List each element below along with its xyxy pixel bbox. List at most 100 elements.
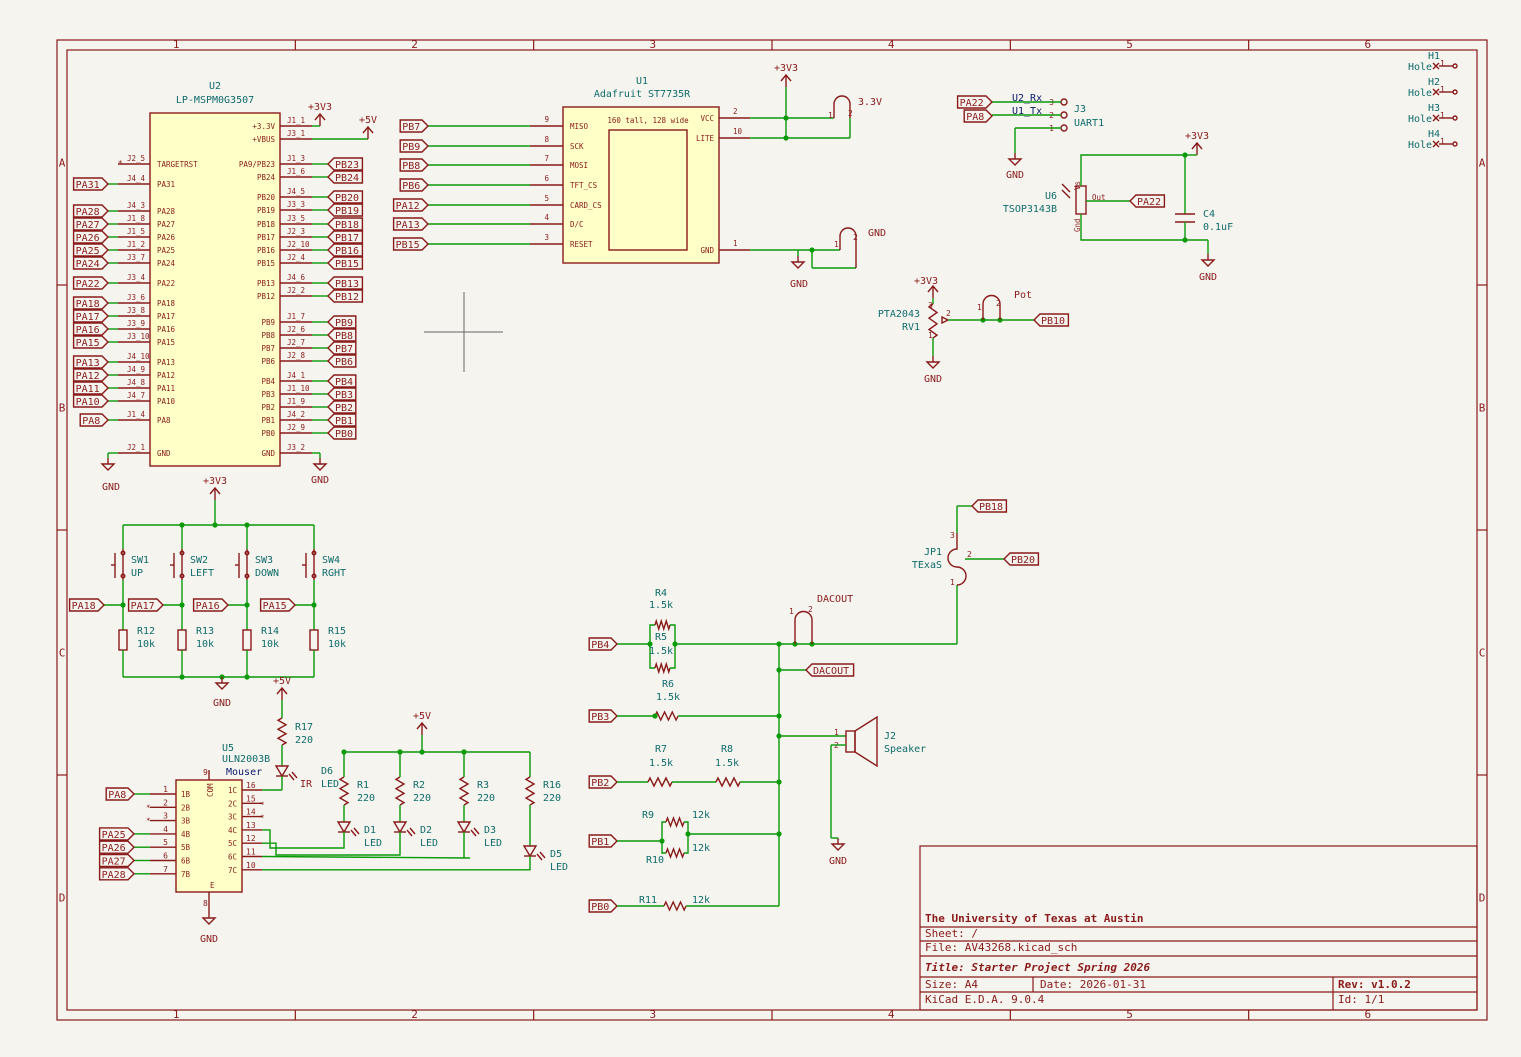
led-resistor <box>338 776 350 806</box>
jumper-pin: 2 <box>808 605 813 614</box>
global-label-pb7 <box>399 119 429 133</box>
wire <box>670 644 676 669</box>
u2-pin-number: J2_10 <box>287 240 310 249</box>
led-indicator <box>336 821 352 834</box>
u2-pin-name: PA16 <box>157 325 176 334</box>
global-label-text: PB13 <box>335 279 359 290</box>
global-label-text: PB2 <box>591 778 609 789</box>
jp1-pin: 2 <box>967 550 972 559</box>
u5-e-pin: 8 <box>203 899 208 908</box>
r4 <box>654 618 671 632</box>
r17-ref: R17 <box>295 722 313 733</box>
global-label-pb4 <box>327 374 357 388</box>
switch-node <box>120 573 126 579</box>
global-label-pa13 <box>72 355 109 369</box>
led-ray <box>353 827 360 835</box>
switch-ref: SW1 <box>131 555 149 566</box>
global-label-text: PB4 <box>335 377 353 388</box>
u6-pin-vs: Vs <box>1073 181 1082 190</box>
r6 <box>654 710 679 722</box>
u2-pin-number: J3_6 <box>127 293 146 302</box>
u2-pin-number: J2_5 <box>127 154 145 163</box>
global-label-text: PA22 <box>960 98 984 109</box>
u2-pin-number: J2_1 <box>127 443 145 452</box>
jumper-pin: 2 <box>848 109 853 118</box>
u5-pin-name: 1B <box>181 790 191 799</box>
u2-pin-number: J3_7 <box>127 253 145 262</box>
global-label-pa8 <box>963 109 993 123</box>
u2-pin-name: PA26 <box>157 233 176 242</box>
u5-pin-number: 15 <box>246 794 256 803</box>
global-label-pb20 <box>1003 552 1040 566</box>
r8 <box>715 776 741 788</box>
u2-value: LP-MSPM0G3507 <box>176 95 254 106</box>
led-ray <box>470 829 477 837</box>
jumper-pin: 1 <box>789 607 794 616</box>
power-label: +3V3 <box>914 276 938 287</box>
col-label-bottom: 6 <box>1365 1008 1372 1021</box>
u1-body <box>562 106 720 264</box>
hole-value: Hole <box>1408 88 1432 99</box>
r6-value: 1.5k <box>656 692 680 703</box>
global-label-pa16 <box>192 598 229 612</box>
global-label-text: PA8 <box>108 790 126 801</box>
u2-pin-number: J4_10 <box>127 352 150 361</box>
u2-pin-name: PB0 <box>261 429 275 438</box>
row-label-right: D <box>1479 892 1486 905</box>
global-label-text: PA28 <box>76 207 100 218</box>
u1-pin-name: CARD_CS <box>570 201 602 210</box>
global-label-text: PB6 <box>335 357 353 368</box>
u2-pin-number: J3_5 <box>287 214 305 223</box>
global-label-text: PA27 <box>76 220 100 231</box>
u2-pin-number: J1_8 <box>127 214 146 223</box>
global-label-pa8 <box>79 413 109 427</box>
wire <box>262 829 345 849</box>
u2-pin-number: J4_2 <box>287 410 305 419</box>
global-label-text: PB23 <box>335 160 359 171</box>
titleblock-sheet: Sheet: / <box>925 927 978 940</box>
global-label-text: PB19 <box>335 206 359 217</box>
titleblock-rev: Rev: v1.0.2 <box>1338 978 1411 991</box>
u2-pin-number: J2_3 <box>287 227 305 236</box>
global-label-text: PB8 <box>335 331 353 342</box>
r5-ref: R5 <box>655 632 667 643</box>
global-label-text: PA31 <box>76 180 100 191</box>
rv1-pin: 3 <box>928 301 933 310</box>
global-label-text: PA22 <box>76 279 100 290</box>
u2-pin-number: J3_4 <box>127 273 146 282</box>
u1-pin-number: 3 <box>544 233 549 242</box>
junction-dot <box>397 749 403 755</box>
u2-pin-name: PA27 <box>157 220 175 229</box>
r17-value: 220 <box>295 735 313 746</box>
power-arrow <box>314 112 326 121</box>
solder-jumper-dacout <box>794 610 813 644</box>
switch-array: +3V3SW1UPPA18R1210kSW2LEFTPA17R1310kSW3D… <box>68 476 346 709</box>
junction-dot <box>776 831 782 837</box>
pull-down-resistor <box>242 629 252 651</box>
gnd-symbol <box>1200 259 1216 267</box>
switch-node <box>244 573 250 579</box>
global-label-text: PB7 <box>402 122 420 133</box>
row-label-left: D <box>59 892 66 905</box>
u2-pin-number: J3_3 <box>287 200 305 209</box>
global-label-pa10 <box>72 394 109 408</box>
global-label-pb3 <box>327 387 357 401</box>
u5-pin-number: 12 <box>246 834 256 843</box>
global-label-pb6 <box>327 354 357 368</box>
global-label-text: PB16 <box>335 246 359 257</box>
u2-pin-name: PA12 <box>157 371 175 380</box>
net-label-tx: U1_Tx <box>1012 106 1042 117</box>
u2-pin-number: J2_6 <box>287 325 306 334</box>
led-indicator <box>392 821 408 834</box>
r4-value: 1.5k <box>649 600 673 611</box>
hole-circle <box>1452 63 1458 69</box>
titleblock-title: Title: Starter Project Spring 2026 <box>925 961 1151 974</box>
junction-dot <box>776 779 782 785</box>
switch-node <box>179 573 185 579</box>
led-ray <box>409 827 416 835</box>
row-label-right: C <box>1479 647 1486 660</box>
global-label-pb16 <box>327 243 364 257</box>
u2-pin-name: PA8 <box>157 416 171 425</box>
hole-pin: 1 <box>1440 111 1445 120</box>
